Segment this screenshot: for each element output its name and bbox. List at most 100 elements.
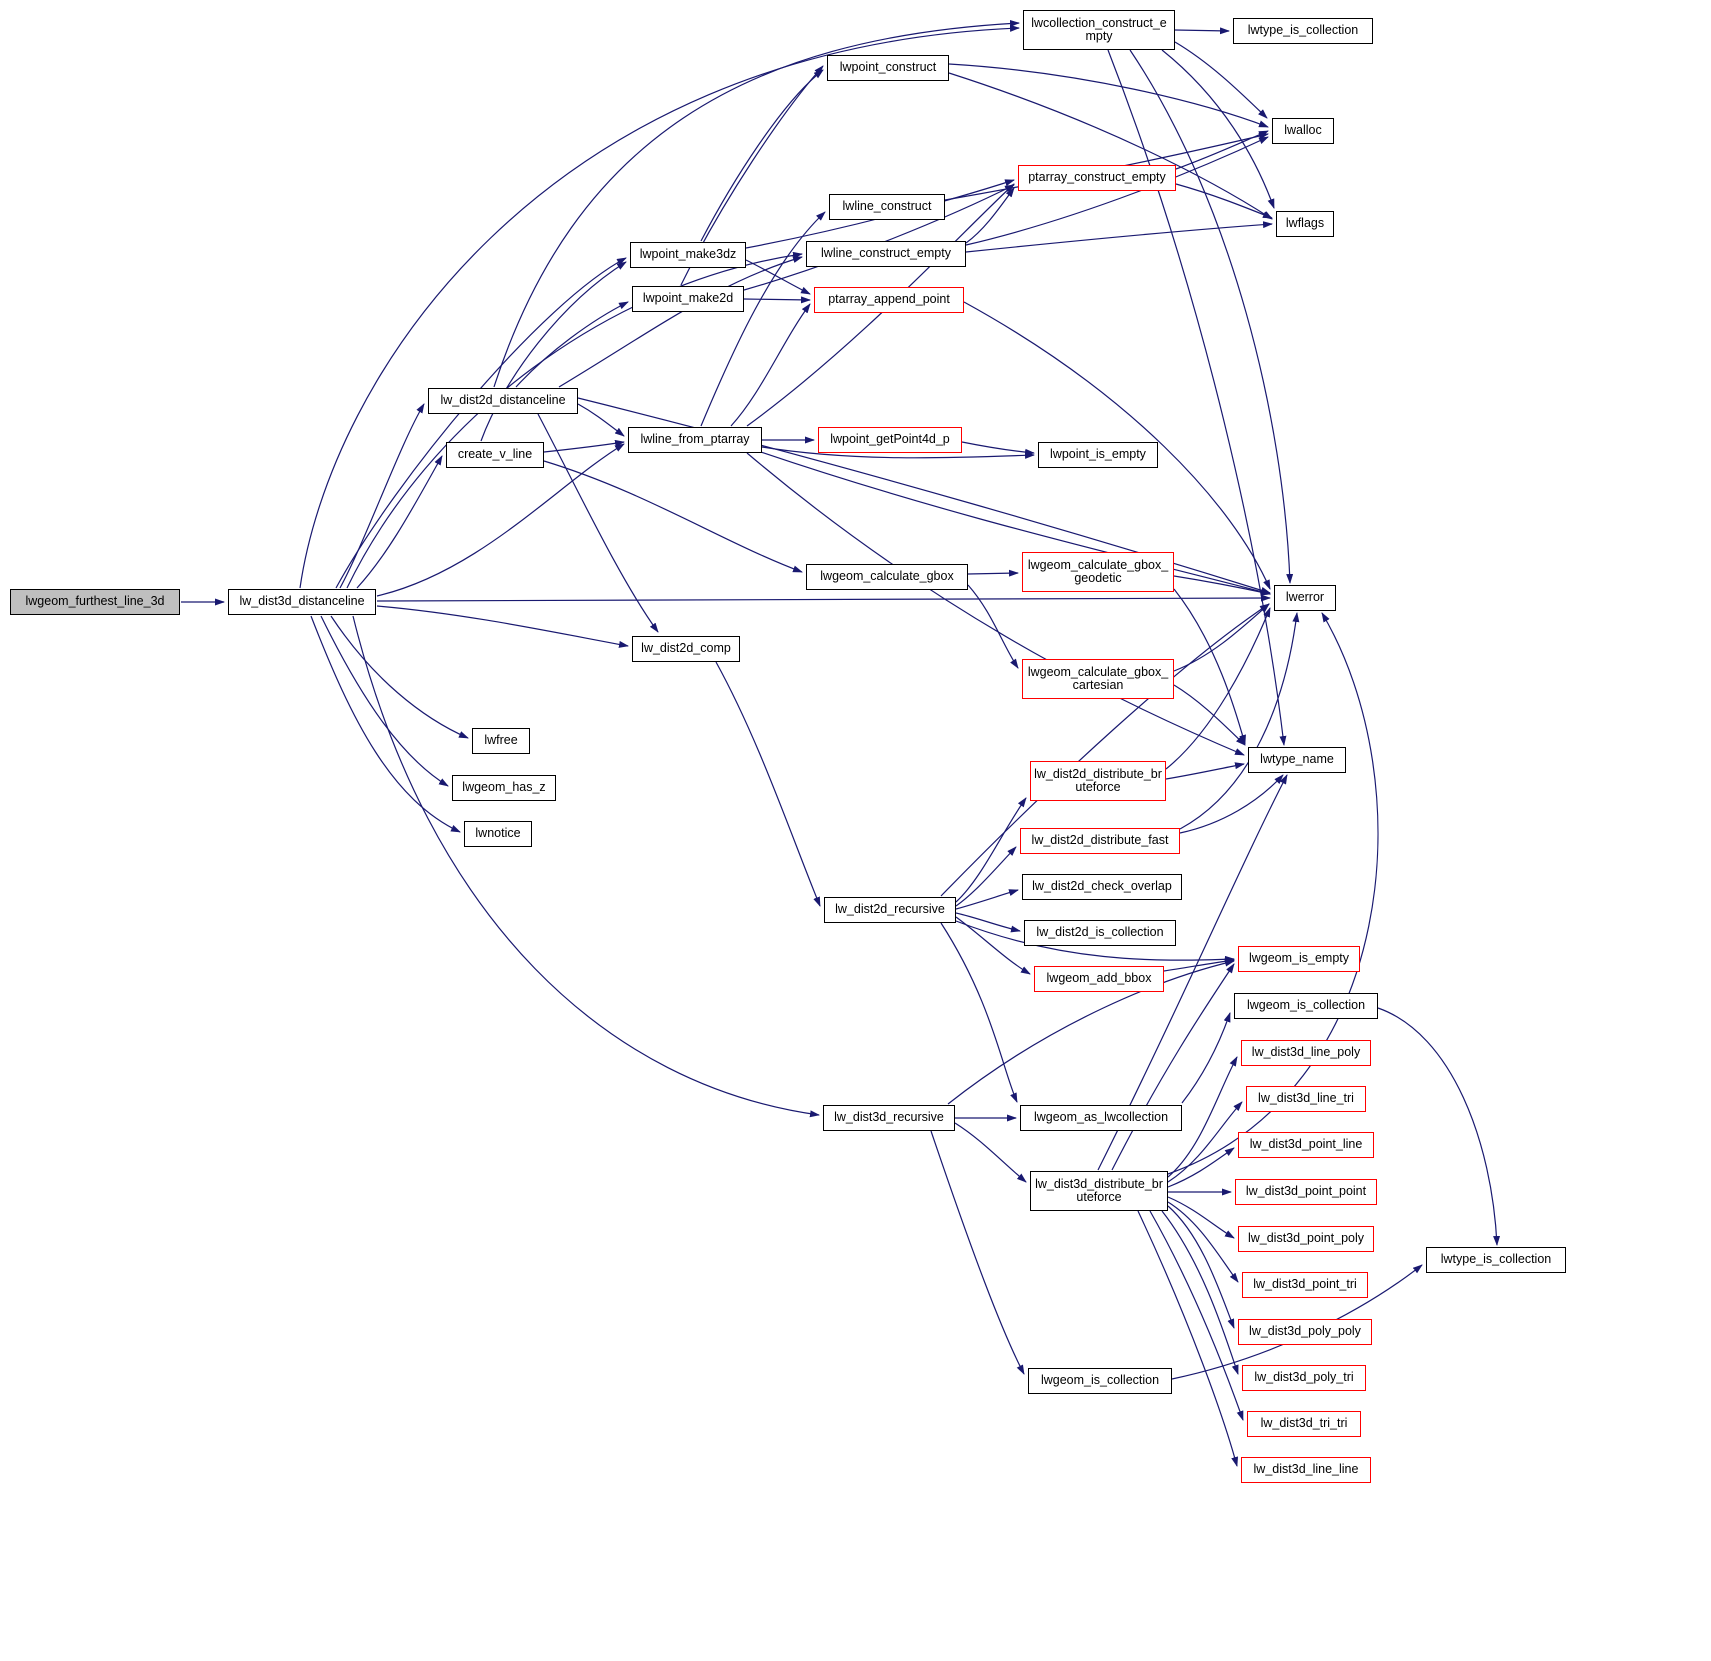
edge	[480, 261, 627, 442]
edge	[940, 603, 1270, 897]
node-lwfree[interactable]: lwfree	[472, 728, 530, 754]
node-lw-dist2d-recursive[interactable]: lw_dist2d_recursive	[824, 897, 956, 923]
edge	[493, 19, 1020, 388]
edge	[754, 449, 1271, 596]
edge	[954, 1122, 1027, 1183]
node-lwgeom-furthest-line-3d[interactable]: lwgeom_furthest_line_3d	[10, 589, 180, 615]
edge	[967, 584, 1019, 669]
edge	[376, 443, 625, 597]
edge	[745, 259, 811, 295]
edge	[1097, 774, 1288, 1171]
edge	[376, 605, 629, 648]
node-create-v-line[interactable]: create_v_line	[446, 442, 544, 468]
node-lwtype-is-collection-2[interactable]: lwtype_is_collection	[1426, 1247, 1566, 1273]
edge	[1111, 963, 1235, 1171]
node-lwgeom-calculate-gbox[interactable]: lwgeom_calculate_gbox	[806, 564, 968, 590]
node-lwgeom-as-lwcollection[interactable]: lwgeom_as_lwcollection	[1020, 1105, 1182, 1131]
node-lwflags[interactable]: lwflags	[1276, 211, 1334, 237]
edge	[537, 413, 659, 633]
node-lw-dist2d-distribute-fast[interactable]: lw_dist2d_distribute_fast	[1020, 828, 1180, 854]
edge	[1165, 762, 1245, 780]
edge	[577, 403, 625, 437]
node-lwpoint-make2d[interactable]: lwpoint_make2d	[632, 286, 744, 312]
node-lwline-from-ptarray[interactable]: lwline_from_ptarray	[628, 427, 762, 453]
node-lwline-construct[interactable]: lwline_construct	[829, 194, 945, 220]
node-lwpoint-getpoint4d-p[interactable]: lwpoint_getPoint4d_p	[818, 427, 962, 453]
node-lw-dist3d-recursive[interactable]: lw_dist3d_recursive	[823, 1105, 955, 1131]
edge	[948, 72, 1273, 220]
edge	[948, 63, 1269, 128]
edge	[1167, 1056, 1238, 1178]
edge	[1161, 1210, 1239, 1375]
node-lw-dist3d-poly-tri[interactable]: lw_dist3d_poly_tri	[1242, 1365, 1366, 1391]
node-lwpoint-is-empty[interactable]: lwpoint_is_empty	[1038, 442, 1158, 468]
node-lwerror[interactable]: lwerror	[1274, 585, 1336, 611]
edge	[330, 615, 469, 739]
node-lw-dist3d-poly-poly[interactable]: lw_dist3d_poly_poly	[1238, 1319, 1372, 1345]
node-lwline-construct-empty[interactable]: lwline_construct_empty	[806, 241, 966, 267]
edge	[1175, 130, 1269, 170]
node-lw-dist3d-point-tri[interactable]: lw_dist3d_point_tri	[1242, 1272, 1368, 1298]
node-lw-dist2d-distanceline[interactable]: lw_dist2d_distanceline	[428, 388, 578, 414]
node-lw-dist2d-comp[interactable]: lw_dist2d_comp	[632, 636, 740, 662]
edge	[1149, 1210, 1244, 1421]
edge	[339, 403, 425, 589]
node-lwalloc[interactable]: lwalloc	[1272, 118, 1334, 144]
node-lwpoint-make3dz[interactable]: lwpoint_make3dz	[630, 242, 746, 268]
node-lw-dist3d-point-line[interactable]: lw_dist3d_point_line	[1238, 1132, 1374, 1158]
node-lwgeom-is-collection[interactable]: lwgeom_is_collection	[1234, 993, 1378, 1019]
node-lw-dist3d-distribute-bruteforce[interactable]: lw_dist3d_distribute_bruteforce	[1030, 1171, 1168, 1211]
node-lwgeom-calculate-gbox-cartesian[interactable]: lwgeom_calculate_gbox_cartesian	[1022, 659, 1174, 699]
edge	[1167, 1196, 1235, 1239]
edge	[743, 296, 811, 304]
edge	[955, 912, 1021, 933]
edge	[376, 594, 1271, 602]
edge	[1174, 27, 1230, 35]
edge	[700, 211, 826, 427]
node-lw-dist3d-line-poly[interactable]: lw_dist3d_line_poly	[1241, 1040, 1371, 1066]
edge	[746, 452, 1245, 756]
node-lw-dist2d-distribute-bruteforce[interactable]: lw_dist2d_distribute_bruteforce	[1030, 761, 1166, 801]
node-lwgeom-is-collection-2[interactable]: lwgeom_is_collection	[1028, 1368, 1172, 1394]
node-lwpoint-construct[interactable]: lwpoint_construct	[827, 55, 949, 81]
node-lwcollection-construct-empty[interactable]: lwcollection_construct_empty	[1023, 10, 1175, 50]
node-lwgeom-has-z[interactable]: lwgeom_has_z	[452, 775, 556, 801]
edge	[1174, 41, 1268, 119]
edge	[1167, 1101, 1243, 1183]
node-lwtype-name[interactable]: lwtype_name	[1248, 747, 1346, 773]
edge	[930, 1130, 1025, 1375]
edge	[1173, 684, 1246, 746]
node-lw-dist3d-point-poly[interactable]: lw_dist3d_point_poly	[1238, 1226, 1374, 1252]
node-lw-dist3d-distanceline[interactable]: lw_dist3d_distanceline	[228, 589, 376, 615]
edge	[940, 922, 1018, 1103]
edge	[1179, 612, 1300, 830]
node-lwnotice[interactable]: lwnotice	[464, 821, 532, 847]
node-ptarray-append-point[interactable]: ptarray_append_point	[814, 287, 964, 313]
edge	[961, 441, 1035, 456]
edge	[1173, 575, 1271, 596]
edge	[356, 455, 443, 589]
node-lw-dist2d-is-collection[interactable]: lw_dist2d_is_collection	[1024, 920, 1176, 946]
edge	[743, 184, 1015, 291]
node-lwgeom-is-empty[interactable]: lwgeom_is_empty	[1238, 946, 1360, 972]
node-lwgeom-calculate-gbox-geodetic[interactable]: lwgeom_calculate_gbox_geodetic	[1022, 552, 1174, 592]
edge	[730, 303, 811, 427]
node-lw-dist3d-line-tri[interactable]: lw_dist3d_line_tri	[1246, 1086, 1366, 1112]
edge	[1377, 1007, 1501, 1246]
node-lw-dist2d-check-overlap[interactable]: lw_dist2d_check_overlap	[1022, 874, 1182, 900]
edge	[955, 797, 1027, 903]
node-lw-dist3d-point-point[interactable]: lw_dist3d_point_point	[1235, 1179, 1377, 1205]
node-lwtype-is-collection[interactable]: lwtype_is_collection	[1233, 18, 1373, 44]
edge	[543, 439, 625, 453]
edge	[1163, 957, 1235, 972]
node-ptarray-construct-empty[interactable]: ptarray_construct_empty	[1018, 165, 1176, 191]
edge	[1129, 49, 1294, 584]
edge	[335, 257, 627, 589]
edge	[1175, 183, 1273, 219]
node-lwgeom-add-bbox[interactable]: lwgeom_add_bbox	[1034, 966, 1164, 992]
node-lw-dist3d-line-line[interactable]: lw_dist3d_line_line	[1241, 1457, 1371, 1483]
node-lw-dist3d-tri-tri[interactable]: lw_dist3d_tri_tri	[1247, 1411, 1361, 1437]
edge	[1137, 1210, 1239, 1467]
